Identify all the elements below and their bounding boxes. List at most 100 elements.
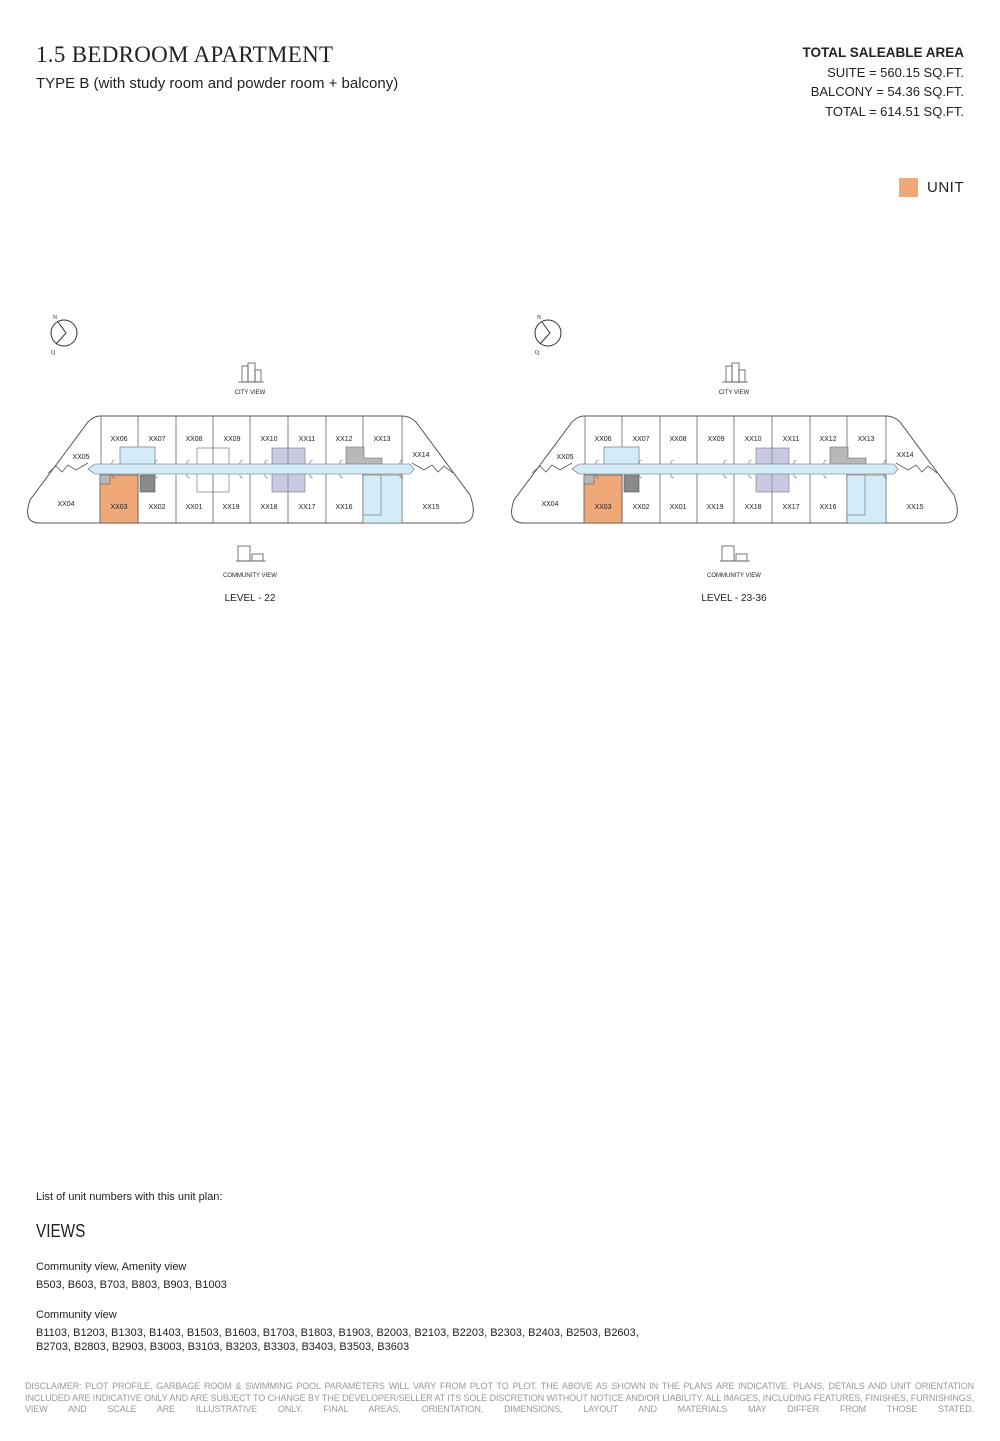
unit-label-xx01: XX01 xyxy=(185,504,202,511)
door-arc xyxy=(399,459,404,465)
view-group-units: B2703, B2803, B2903, B3003, B3103, B3203… xyxy=(36,1341,410,1353)
unit-label-xx15: XX15 xyxy=(422,504,439,511)
compass-icon: NQ xyxy=(50,315,78,356)
unit-label-xx05: XX05 xyxy=(556,454,573,461)
city-view-icon xyxy=(722,362,748,383)
level-label: LEVEL - 23-36 xyxy=(701,593,767,604)
right-notch xyxy=(411,462,454,474)
door-arc xyxy=(638,459,643,465)
corridor xyxy=(87,463,415,475)
door-arc xyxy=(793,459,798,465)
unit-label-xx10: XX10 xyxy=(260,436,277,443)
building xyxy=(738,369,746,383)
unit-label-xx01: XX01 xyxy=(669,504,686,511)
unit-label-xx11: XX11 xyxy=(783,436,800,443)
pool xyxy=(846,474,866,516)
door-arc xyxy=(670,473,675,479)
city-view-icon xyxy=(238,362,264,383)
unit-list-intro: List of unit numbers with this unit plan… xyxy=(36,1191,223,1203)
unit-label-xx14: XX14 xyxy=(896,452,913,459)
view-group-units: B1103, B1203, B1303, B1403, B1503, B1603… xyxy=(36,1327,639,1339)
view-group-heading: Community view, Amenity view xyxy=(36,1261,187,1273)
disclaimer: DISCLAIMER: PLOT PROFILE, GARBAGE ROOM &… xyxy=(25,1381,974,1414)
view-group-heading: Community view xyxy=(36,1309,117,1321)
door-arc xyxy=(154,473,159,479)
door-arc xyxy=(723,459,728,465)
shaft xyxy=(99,474,111,485)
garbage-room xyxy=(623,474,640,493)
unit-label-xx15: XX15 xyxy=(906,504,923,511)
unit-label-xx14: XX14 xyxy=(412,452,429,459)
door-arc xyxy=(723,473,728,479)
unit-label-xx12: XX12 xyxy=(335,436,352,443)
total-area: TOTAL = 614.51 SQ.FT. xyxy=(825,103,964,119)
bottom-view-label: COMMUNITY VIEW xyxy=(223,573,277,579)
unit-label-xx12: XX12 xyxy=(819,436,836,443)
door-arc xyxy=(399,473,404,479)
compass-needle xyxy=(539,321,551,345)
houses xyxy=(735,553,748,562)
door-arc xyxy=(239,473,244,479)
door-arc xyxy=(186,473,191,479)
legend: UNIT xyxy=(899,178,964,197)
unit-label-xx18: XX18 xyxy=(744,504,761,511)
building xyxy=(254,369,262,383)
unit-label-xx02: XX02 xyxy=(632,504,649,511)
door-arc xyxy=(748,473,753,479)
door-arc xyxy=(748,459,753,465)
compass-circle xyxy=(534,319,562,347)
left-notch xyxy=(47,462,89,474)
top-view-label: CITY VIEW xyxy=(719,390,750,396)
door-arc xyxy=(309,459,314,465)
shaft xyxy=(583,474,595,485)
building xyxy=(721,545,735,562)
views-heading: VIEWS xyxy=(36,1221,86,1241)
top-view-label: CITY VIEW xyxy=(235,390,266,396)
compass-q: Q xyxy=(535,350,540,356)
door-arc xyxy=(339,459,344,465)
door-arc xyxy=(883,459,888,465)
community-view-icon xyxy=(236,545,266,562)
unit-label-xx08: XX08 xyxy=(669,436,686,443)
unit-label-xx17: XX17 xyxy=(298,504,315,511)
right-notch xyxy=(895,462,938,474)
unit-label-xx19: XX19 xyxy=(222,504,239,511)
unit-label-xx10: XX10 xyxy=(744,436,761,443)
door-arc xyxy=(595,473,600,479)
unit-label-xx06: XX06 xyxy=(110,436,127,443)
compass-needle xyxy=(55,321,67,345)
unit-label-xx06: XX06 xyxy=(594,436,611,443)
houses xyxy=(251,553,264,562)
compass-n: N xyxy=(53,315,58,321)
building xyxy=(725,365,733,383)
unit-label-xx18: XX18 xyxy=(260,504,277,511)
building xyxy=(241,365,249,383)
unit-label-xx09: XX09 xyxy=(223,436,240,443)
unit-label-xx02: XX02 xyxy=(148,504,165,511)
unit-label-xx19: XX19 xyxy=(706,504,723,511)
left-notch xyxy=(531,462,573,474)
door-arc xyxy=(823,459,828,465)
pool xyxy=(362,474,382,516)
suite-area: SUITE = 560.15 SQ.FT. xyxy=(827,64,964,80)
balcony-area: BALCONY = 54.36 SQ.FT. xyxy=(810,84,964,99)
building xyxy=(731,362,740,383)
compass-circle xyxy=(50,319,78,347)
unit-label-xx13: XX13 xyxy=(857,436,874,443)
door-arc xyxy=(883,473,888,479)
unit-type-subtitle: TYPE B (with study room and powder room … xyxy=(36,75,399,92)
unit-label-xx03: XX03 xyxy=(594,504,611,511)
bottom-view-label: COMMUNITY VIEW xyxy=(707,573,761,579)
building xyxy=(247,362,256,383)
unit-label-xx17: XX17 xyxy=(782,504,799,511)
unit-label-xx05: XX05 xyxy=(72,454,89,461)
door-arc xyxy=(264,459,269,465)
unit-label-xx07: XX07 xyxy=(632,436,649,443)
page-title: 1.5 BEDROOM APARTMENT xyxy=(36,42,334,67)
door-arc xyxy=(186,459,191,465)
building xyxy=(237,545,251,562)
saleable-area-box: TOTAL SALEABLE AREA SUITE = 560.15 SQ.FT… xyxy=(802,43,964,121)
